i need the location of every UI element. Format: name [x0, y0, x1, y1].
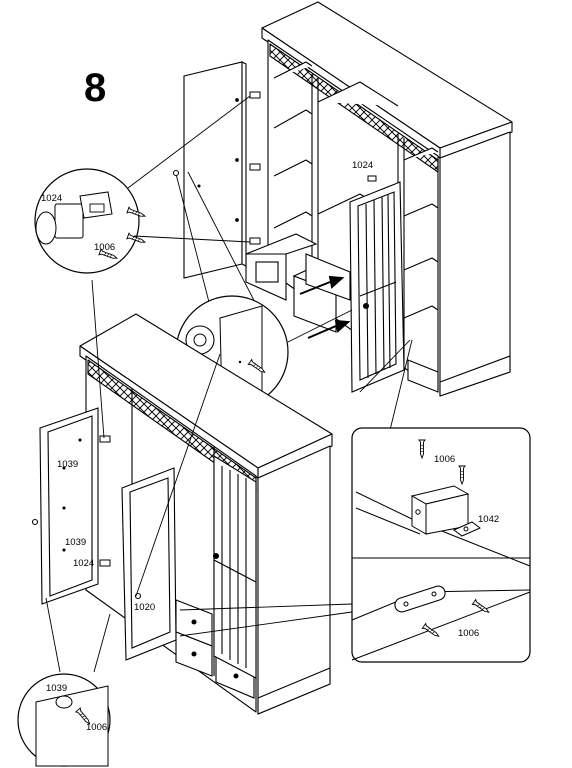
drawer-left [245, 253, 287, 301]
label-hinge-part-lower: 1024 [73, 558, 94, 569]
push-arrows [299, 275, 351, 339]
bottom-detail-circle [17, 673, 111, 767]
label-bottom-detail-screw: 1006 [86, 722, 107, 733]
open-door-step8 [349, 181, 405, 393]
middle-door-step9 [121, 467, 177, 661]
hinge-detail-circle [34, 95, 251, 274]
label-left-door-middle: 1039 [65, 537, 86, 548]
label-plate-screw: 1006 [458, 628, 479, 639]
label-magnet-screw: 1006 [434, 454, 455, 465]
wardrobe-side-panel [439, 131, 511, 397]
label-knob-part-lower: 1020 [134, 602, 155, 613]
loose-door-step8 [183, 61, 247, 279]
label-left-door-upper: 1039 [57, 459, 78, 470]
drawer-middle-upper [305, 253, 351, 301]
label-hinge-screw-top: 1006 [94, 242, 115, 253]
right-door-step9 [212, 455, 257, 679]
label-hinge-part-top: 1024 [41, 193, 62, 204]
hinge-markers-step8 [249, 91, 377, 245]
label-bottom-detail-part: 1039 [46, 683, 67, 694]
magnet-detail-panel [351, 427, 531, 663]
label-cabinet-hinge-part: 1024 [352, 160, 373, 171]
drawers-step8 [245, 233, 439, 393]
hinge-markers-step9 [99, 435, 111, 567]
label-magnet-catch: 1042 [478, 514, 499, 525]
leader-lines-step9 [45, 279, 413, 673]
drawer-right [407, 359, 439, 393]
left-door-step9 [31, 407, 99, 605]
step-8-number: 8 [84, 66, 106, 110]
